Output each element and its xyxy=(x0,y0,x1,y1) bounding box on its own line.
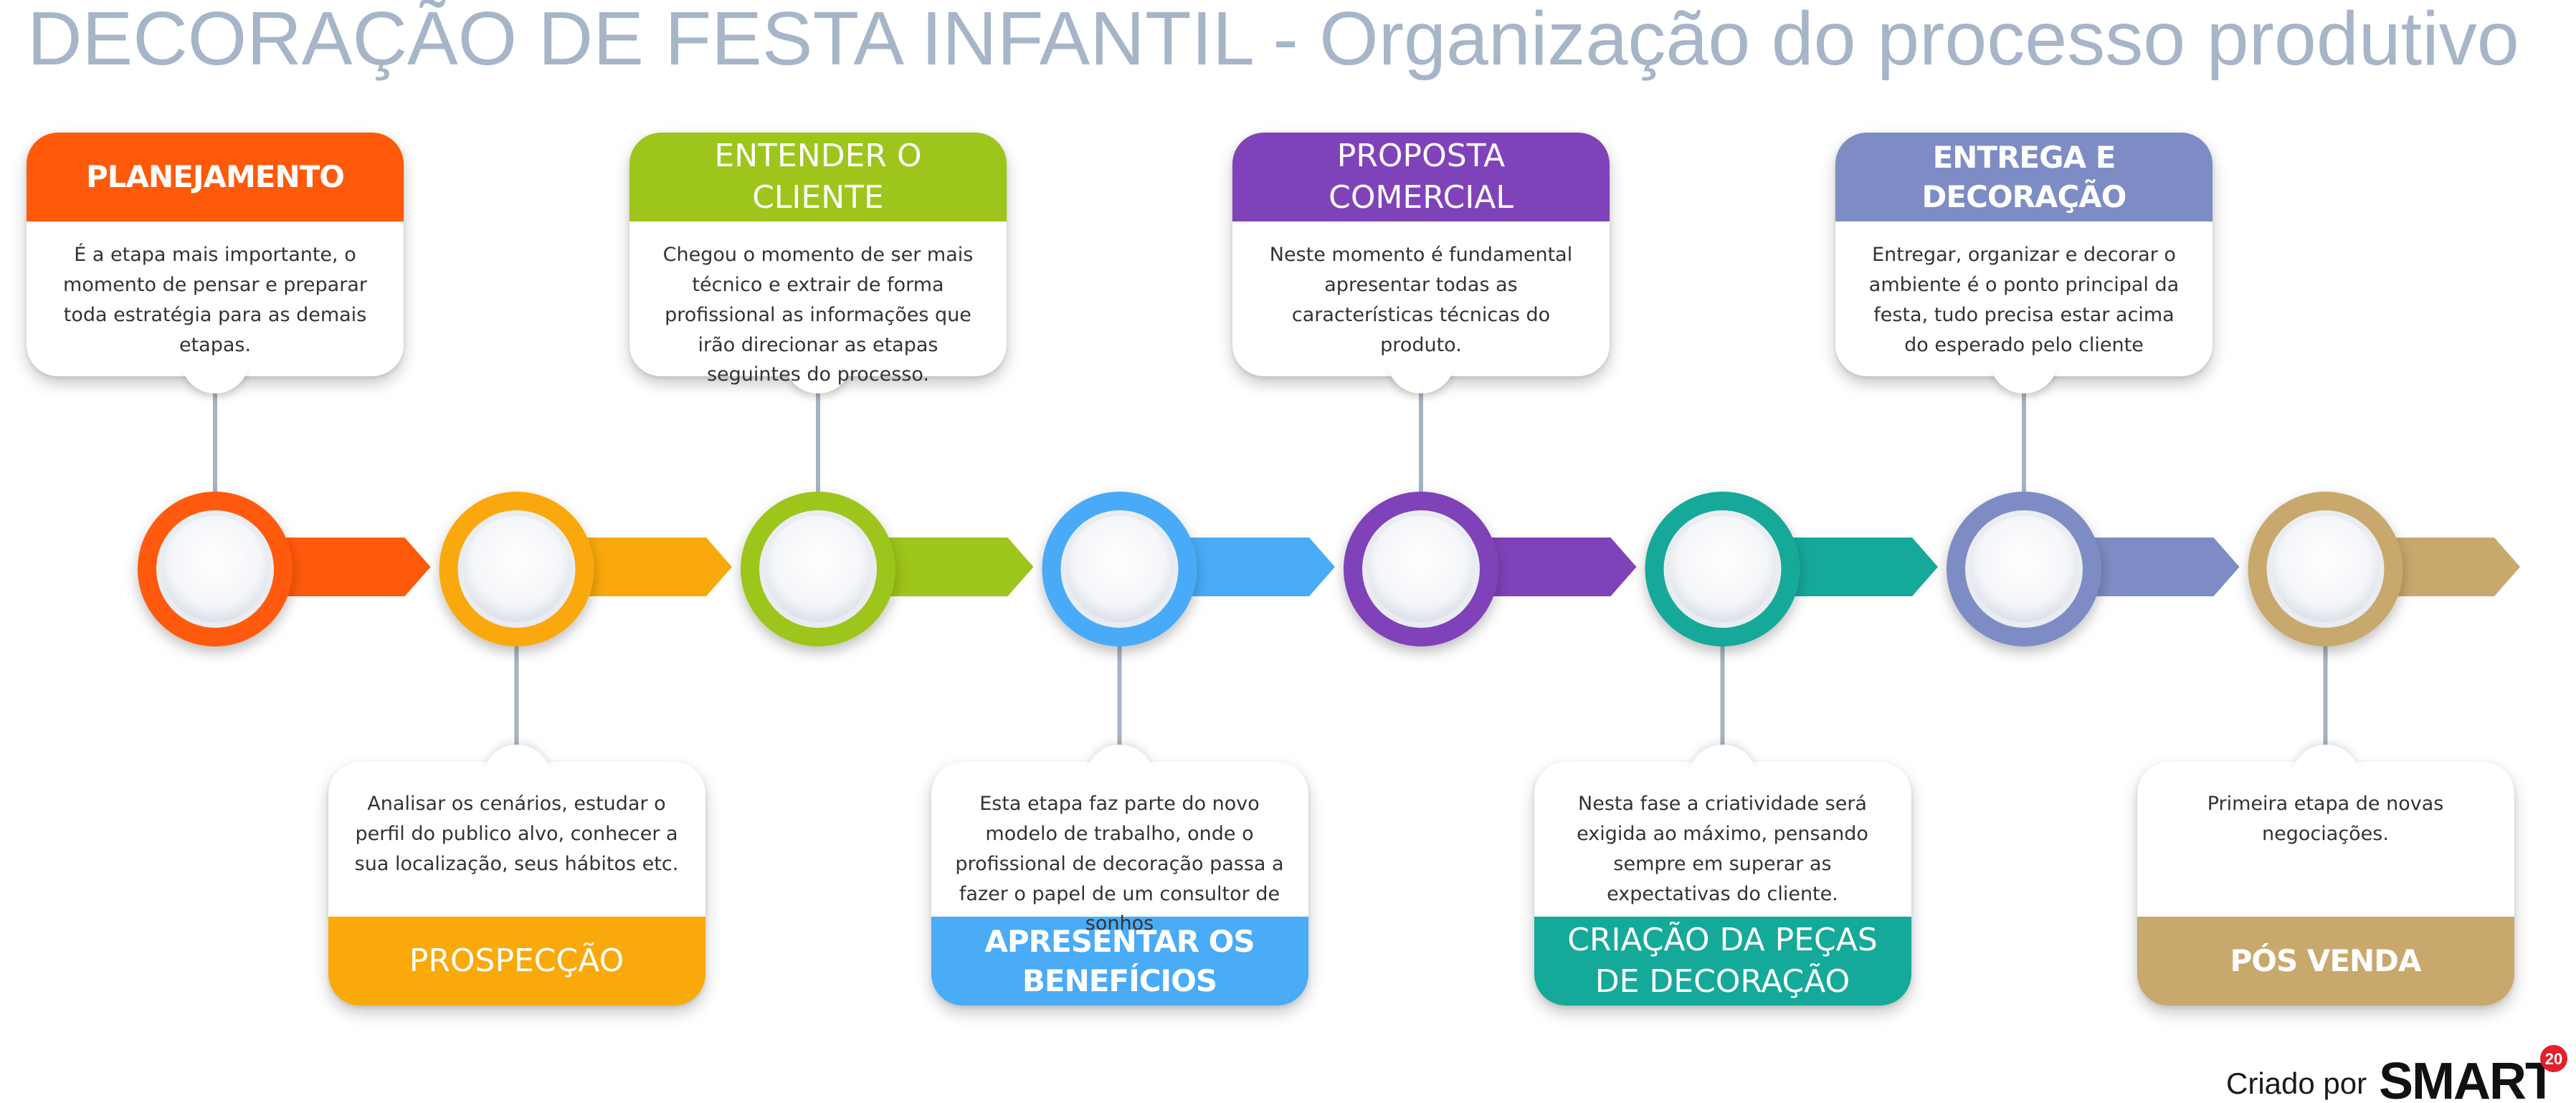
step-title: ENTREGA E DECORAÇÃO xyxy=(1835,133,2213,221)
step-description: Entregar, organizar e decorar o ambiente… xyxy=(1868,244,2180,356)
smart-logo: SMART 20 xyxy=(2379,1045,2567,1103)
step-description: Analisar os cenários, estudar o perfil d… xyxy=(354,793,679,875)
step-title: CRIAÇÃO DA PEÇAS DE DECORAÇÃO xyxy=(1534,917,1911,1006)
step-card-6: CRIAÇÃO DA PEÇAS DE DECORAÇÃO Nesta fase … xyxy=(1534,745,1911,1006)
step-description: É a etapa mais importante, o momento de … xyxy=(63,244,367,356)
logo-badge xyxy=(2540,1045,2567,1072)
step-card-1: PLANEJAMENTO É a etapa mais importante, o… xyxy=(27,133,404,393)
step-description: Chegou o momento de ser mais técnico e e… xyxy=(662,244,974,386)
step-node-inner-5 xyxy=(1368,516,1474,622)
credit-label: Criado por xyxy=(2226,1066,2367,1100)
step-title: PROPOSTA COMERCIAL xyxy=(1232,133,1610,221)
step-description: Esta etapa faz parte do novo modelo de t… xyxy=(955,793,1284,935)
step-title: ENTENDER O CLIENTE xyxy=(629,133,1007,221)
step-card-3: ENTENDER O CLIENTE Chegou o momento de se… xyxy=(629,133,1007,393)
step-description: Neste momento é fundamental apresentar t… xyxy=(1269,244,1573,356)
page-title: DECORAÇÃO DE FESTA INFANTIL - Organizaçã… xyxy=(27,0,2519,81)
step-title: PROSPECÇÃO xyxy=(328,917,705,1006)
step-title: PÓS VENDA xyxy=(2137,917,2514,1006)
step-node-inner-3 xyxy=(765,516,871,622)
step-node-inner-7 xyxy=(1971,516,2077,622)
step-description: Nesta fase a criatividade será exigida a… xyxy=(1577,793,1868,905)
step-node-inner-6 xyxy=(1669,516,1776,622)
logo-badge-text: 20 xyxy=(2545,1050,2562,1068)
step-card-2: PROSPECÇÃO Analisar os cenários, estudar … xyxy=(328,745,705,1006)
step-node-inner-8 xyxy=(2272,516,2379,622)
step-card-5: PROPOSTA COMERCIAL Neste momento é fundam… xyxy=(1232,133,1610,393)
step-node-inner-2 xyxy=(463,516,570,622)
step-node-inner-1 xyxy=(162,516,268,622)
step-title: APRESENTAR OS BENEFÍCIOS xyxy=(931,917,1308,1006)
step-title: PLANEJAMENTO xyxy=(27,133,404,221)
logo-text: SMART xyxy=(2379,1053,2557,1103)
step-description: Primeira etapa de novas negociações. xyxy=(2207,793,2444,845)
step-node-inner-4 xyxy=(1066,516,1173,622)
step-card-7: ENTREGA E DECORAÇÃO Entregar, organizar e… xyxy=(1835,133,2213,393)
step-card-8: PÓS VENDA Primeira etapa de novas negocia… xyxy=(2137,745,2514,1006)
